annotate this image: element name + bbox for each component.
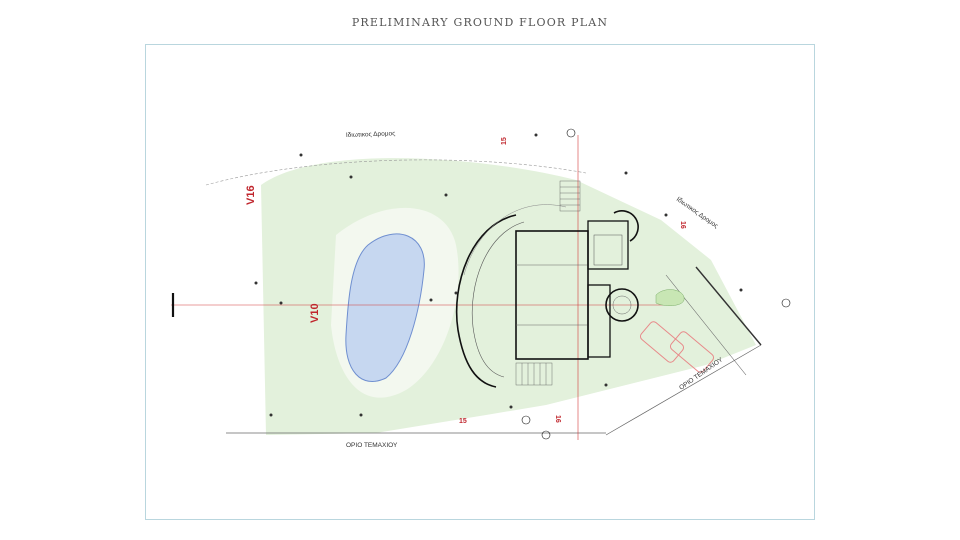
core-room <box>587 220 629 270</box>
view-label-v16: V16 <box>245 185 257 205</box>
view-label-v10: V10 <box>309 303 321 323</box>
survey-markers <box>254 133 743 417</box>
round-tower-north <box>613 210 639 242</box>
boundary-label-south: ΟΡΙΟ ΤΕΜΑΧΙΟΥ <box>346 442 398 449</box>
pool <box>345 233 425 382</box>
lawn-patch <box>655 289 685 306</box>
stair-north <box>559 180 581 212</box>
south-boundary-line-2 <box>605 344 762 436</box>
section-num-16-right: 16 <box>679 221 686 229</box>
garage-room <box>587 284 611 358</box>
east-boundary-line <box>695 266 762 346</box>
stair-south <box>515 362 553 386</box>
north-arrows <box>521 128 791 440</box>
parking-spaces <box>639 321 715 373</box>
north-road-edge <box>205 159 587 186</box>
road-label-north: Ιδιωτικος Δρομος <box>346 130 396 139</box>
section-num-15-bottom: 15 <box>459 418 467 425</box>
floor-plan-drawing: Ιδιωτικος Δρομος Ιδιωτικος Δρομος ΟΡΙΟ Τ… <box>171 128 791 449</box>
page-title: PRELIMINARY GROUND FLOOR PLAN <box>351 16 609 29</box>
drawing-sheet: Ιδιωτικος Δρομος Ιδιωτικος Δρομος ΟΡΙΟ Τ… <box>145 44 815 520</box>
section-num-16-bottom: 16 <box>554 415 561 423</box>
round-tower-south <box>605 288 639 322</box>
service-room <box>593 234 623 266</box>
section-num-15-top: 15 <box>501 137 508 145</box>
building-curved-wall <box>455 214 517 388</box>
building-curved-wall-inner <box>471 221 525 378</box>
spiral-stair <box>612 295 632 315</box>
